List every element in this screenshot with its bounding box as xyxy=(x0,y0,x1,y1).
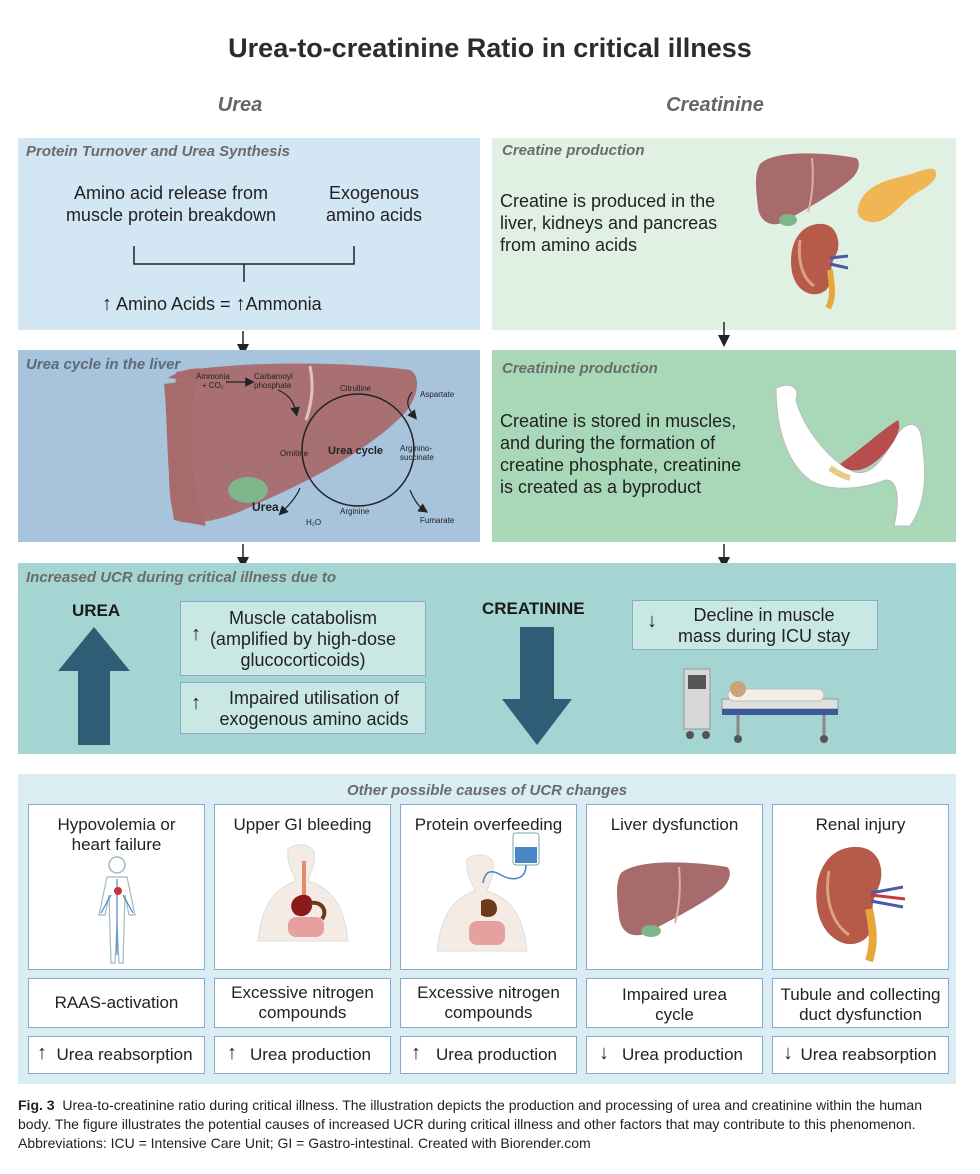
cause-card-hypovolemia: Hypovolemia or heart failure xyxy=(28,804,205,970)
creatinine-production-panel: Creatinine production Creatine is stored… xyxy=(492,350,956,542)
creatinine-heading: CREATININE xyxy=(482,599,585,618)
panel-label: Other possible causes of UCR changes xyxy=(346,782,628,799)
liver-icon xyxy=(756,153,859,226)
urea-label: Urea xyxy=(252,500,279,514)
up-arrow-icon: ↑ xyxy=(191,692,201,714)
up-arrow-icon: ↑ xyxy=(411,1042,421,1064)
column-header-urea: Urea xyxy=(217,94,263,116)
cause-card-upper-gi-bleeding: Upper GI bleeding xyxy=(214,804,391,970)
big-down-arrow-icon xyxy=(502,627,572,745)
urea-cycle-panel: Urea cycle in the liver Ammonia+ CO₂ Car… xyxy=(18,350,480,542)
up-arrow-icon: ↑ xyxy=(37,1042,47,1064)
ammonia-label: Ammonia+ CO₂ xyxy=(196,372,230,390)
urea-heading: UREA xyxy=(72,601,121,620)
down-arrow-icon: ↓ xyxy=(647,610,657,632)
effect-urea-production-up: ↑ Urea production xyxy=(214,1036,391,1074)
mechanism-raas-activation: RAAS-activation xyxy=(28,978,205,1028)
up-arrow-icon: ↑ xyxy=(102,293,112,315)
down-arrow-icon: ↓ xyxy=(783,1042,793,1064)
big-up-arrow-icon xyxy=(58,627,130,745)
figure-caption: Fig. 3 Urea-to-creatinine ratio during c… xyxy=(18,1097,922,1151)
increased-ucr-panel: Increased UCR during critical illness du… xyxy=(18,563,956,754)
panel-label: Protein Turnover and Urea Synthesis xyxy=(26,143,290,160)
arm-muscle-icon xyxy=(775,384,926,527)
panel-label: Creatinine production xyxy=(502,360,658,377)
cause-card-liver-dysfunction: Liver dysfunction xyxy=(586,804,763,970)
protein-turnover-panel: Protein Turnover and Urea Synthesis Amin… xyxy=(18,138,480,330)
liver-icon xyxy=(617,862,730,937)
liver-icon xyxy=(164,363,428,526)
panel-label: Increased UCR during critical illness du… xyxy=(26,569,337,586)
ornitine-label: Ornitine xyxy=(280,449,309,458)
creatine-production-panel: Creatine production Creatine is produced… xyxy=(492,138,956,330)
up-arrow-icon: ↑ xyxy=(235,293,246,315)
figure-number: Fig. 3 xyxy=(18,1097,55,1113)
gi-tract-icon xyxy=(257,844,349,942)
panel-label: Urea cycle in the liver xyxy=(26,356,181,373)
column-header-creatinine: Creatinine xyxy=(666,94,764,116)
h2o-label: H₂O xyxy=(306,518,322,527)
effect-urea-reabsorption-up: ↑ Urea reabsorption xyxy=(28,1036,205,1074)
cause-card-protein-overfeeding: Protein overfeeding xyxy=(400,804,577,970)
kidney-icon xyxy=(791,223,849,310)
down-arrow-icon: ↓ xyxy=(599,1042,609,1064)
effect-urea-production-up: ↑ Urea production xyxy=(400,1036,577,1074)
arginine-label: Arginine xyxy=(340,507,370,516)
figure-title: Urea-to-creatinine Ratio in critical ill… xyxy=(228,33,752,63)
kidney-icon xyxy=(816,846,906,963)
effect-urea-reabsorption-down: ↓ Urea reabsorption xyxy=(772,1036,949,1074)
icu-bed-icon xyxy=(683,668,839,743)
cause-card-renal-injury: Renal injury xyxy=(772,804,949,970)
body-circulation-icon xyxy=(98,856,136,964)
citrulline-label: Citrulline xyxy=(340,384,372,393)
muscle-catabolism-box: ↑ Muscle catabolism(amplified by high-do… xyxy=(180,601,426,676)
creatinine-description: Creatine is stored in muscles,and during… xyxy=(500,411,742,497)
feeding-tube-icon xyxy=(436,832,540,952)
fumarate-label: Fumarate xyxy=(420,516,455,525)
amino-acids-ammonia-equation: ↑ Amino Acids = ↑Ammonia xyxy=(102,293,322,315)
bracket-lines xyxy=(133,246,355,282)
urea-cycle-label: Urea cycle xyxy=(328,445,384,457)
up-arrow-icon: ↑ xyxy=(191,623,201,645)
up-arrow-icon: ↑ xyxy=(227,1042,237,1064)
pancreas-icon xyxy=(857,168,937,223)
aspartate-label: Aspartate xyxy=(420,390,455,399)
panel-label: Creatine production xyxy=(502,142,645,159)
argininosuccinate-label: Argi­nino-succinate xyxy=(400,444,434,462)
effect-urea-production-down: ↓ Urea production xyxy=(586,1036,763,1074)
